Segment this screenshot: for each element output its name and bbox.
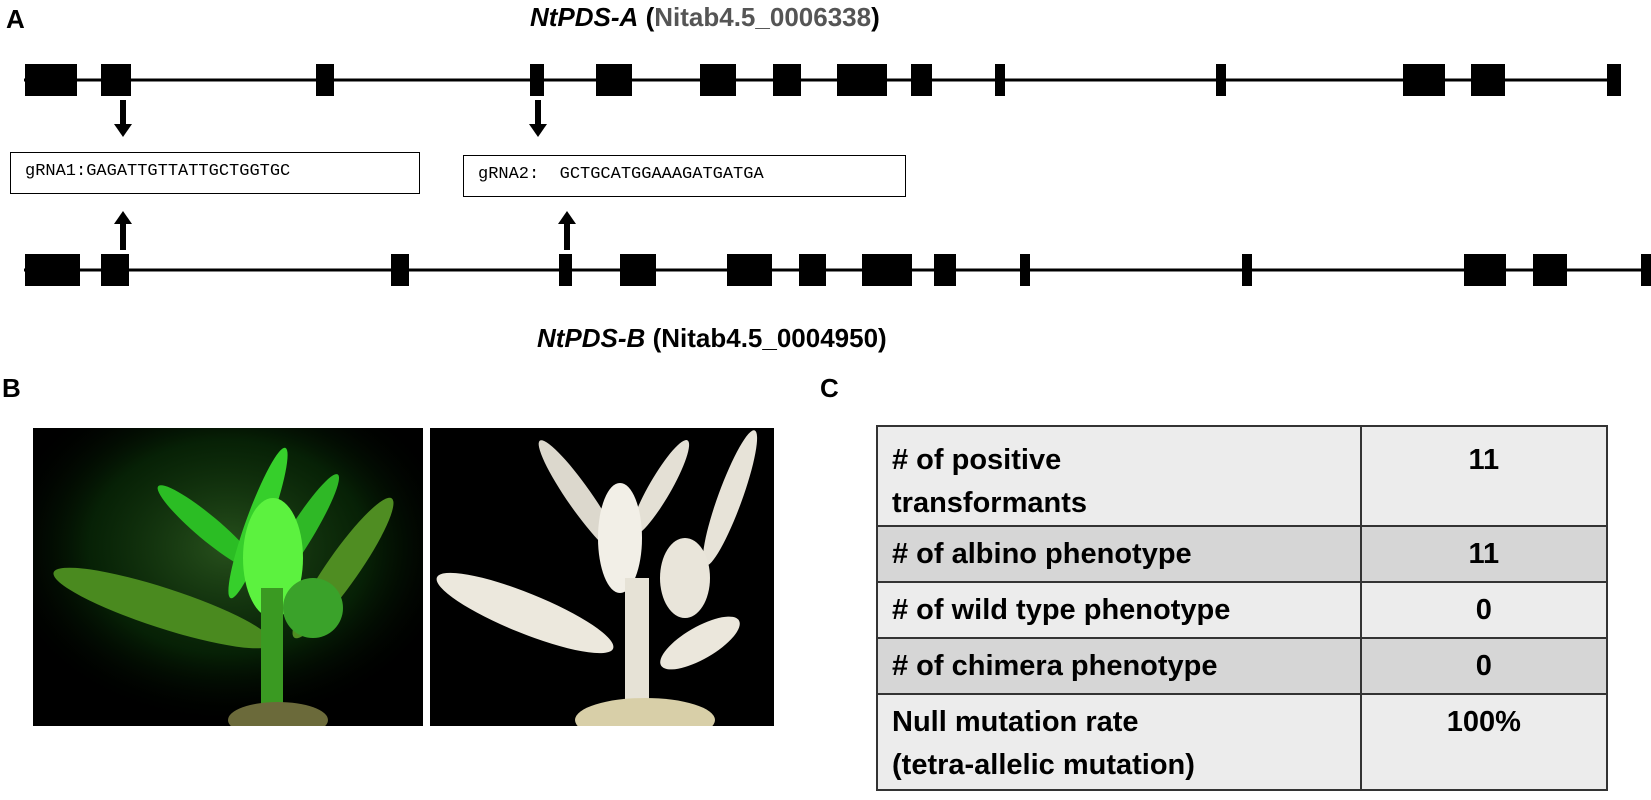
table-cell-value: 0 [1359,637,1609,695]
table-row: Null mutation rate (tetra-allelic mutati… [876,693,1609,791]
gene-b-exon [1641,254,1651,286]
gene-a-id: (Nitab4.5_0006338) [645,2,880,32]
grna1-sequence: GAGATTGTTATTGCTGGTGC [86,162,291,181]
gene-b-exon [620,254,656,286]
gene-a-exon [1607,64,1621,96]
plant-photo-gfp [33,428,423,726]
gene-a-exon [596,64,632,96]
table-row: # of chimera phenotype 0 [876,637,1609,695]
table-cell-value: 11 [1359,525,1609,583]
gene-a-exon [101,64,131,96]
grna2-box: gRNA2: GCTGCATGGAAAGATGATGA [463,155,906,197]
albino-base [575,698,715,726]
gene-a-title: NtPDS-A (Nitab4.5_0006338) [530,2,880,33]
arrow-grna2-to-gene-b [558,211,576,250]
gene-a-exon [837,64,887,96]
gene-b-exon [727,254,772,286]
row-label-line1: Null mutation rate [892,706,1139,738]
gene-b-exon [934,254,956,286]
grna1-box: gRNA1:GAGATTGTTATTGCTGGTGC [10,152,420,194]
row-label-line1: # of positive [892,444,1062,476]
plant-photo-albino [430,428,774,726]
gene-a-exon [530,64,544,96]
table-row: # of albino phenotype 11 [876,525,1609,583]
gfp-leaf [157,485,259,571]
table-cell-value: 100% [1359,693,1609,791]
gfp-leaf [243,498,303,618]
gene-b-title: NtPDS-B (Nitab4.5_0004950) [537,323,887,354]
albino-leaf [660,538,710,618]
row-label-line2: (tetra-allelic mutation) [892,749,1195,781]
table-row: # of wild type phenotype 0 [876,581,1609,639]
gene-b-exon [559,254,572,286]
gfp-base [228,702,328,726]
grna2-sequence: GCTGCATGGAAAGATGATGA [559,165,764,184]
gene-a-exon [1403,64,1445,96]
gene-b-exon [1020,254,1030,286]
gene-a-exon [773,64,801,96]
gfp-plant-illustration [33,428,423,726]
gene-b-exon [1242,254,1252,286]
gene-b-exon [1464,254,1506,286]
gene-a-exon [1471,64,1505,96]
gfp-stem [261,588,283,708]
gfp-leaf [53,567,273,649]
panel-label-a: A [6,4,25,34]
gene-a-exon [1216,64,1226,96]
table-cell-label: # of albino phenotype [876,525,1362,583]
gene-b-structure [24,254,1651,286]
panel-label-b: B [2,373,21,403]
arrow-gene-a-to-grna2 [529,100,547,137]
gene-a-exon [700,64,736,96]
gene-a-exon [25,64,77,96]
table-cell-label: Null mutation rate (tetra-allelic mutati… [876,693,1362,791]
gene-a-exon [995,64,1005,96]
results-table: # of positive transformants 11 # of albi… [876,425,1609,791]
table-cell-label: # of positive transformants [876,425,1362,527]
table-row: # of positive transformants 11 [876,425,1609,527]
grna2-label: gRNA2: [478,165,540,184]
grna1-label: gRNA1: [25,162,87,181]
gene-a-exon [316,64,334,96]
table-cell-value: 0 [1359,581,1609,639]
gene-b-exon [25,254,80,286]
gene-b-exon [799,254,826,286]
gene-b-exon [391,254,409,286]
panel-label-c: C [820,373,839,403]
arrow-gene-a-to-grna1 [114,100,132,137]
arrow-grna1-to-gene-b [114,211,132,250]
gene-b-name: NtPDS-B [537,323,646,353]
gene-b-exon [101,254,129,286]
albino-leaf [598,483,642,593]
albino-plant-illustration [436,430,758,726]
table-cell-value: 11 [1359,425,1609,527]
albino-leaf [630,440,690,536]
albino-leaf [436,572,614,654]
table-cell-label: # of wild type phenotype [876,581,1362,639]
albino-leaf [702,430,758,566]
albino-leaf [660,616,740,670]
table-cell-label: # of chimera phenotype [876,637,1362,695]
gene-b-exon [862,254,912,286]
gene-b-exon [1533,254,1567,286]
gene-a-structure [24,64,1621,96]
gene-a-name: NtPDS-A [530,2,639,32]
albino-stem [625,578,649,708]
gene-a-exon [911,64,932,96]
gfp-leaf [283,578,343,638]
gene-b-id: (Nitab4.5_0004950) [652,323,887,353]
row-label-line2: transformants [892,487,1087,519]
